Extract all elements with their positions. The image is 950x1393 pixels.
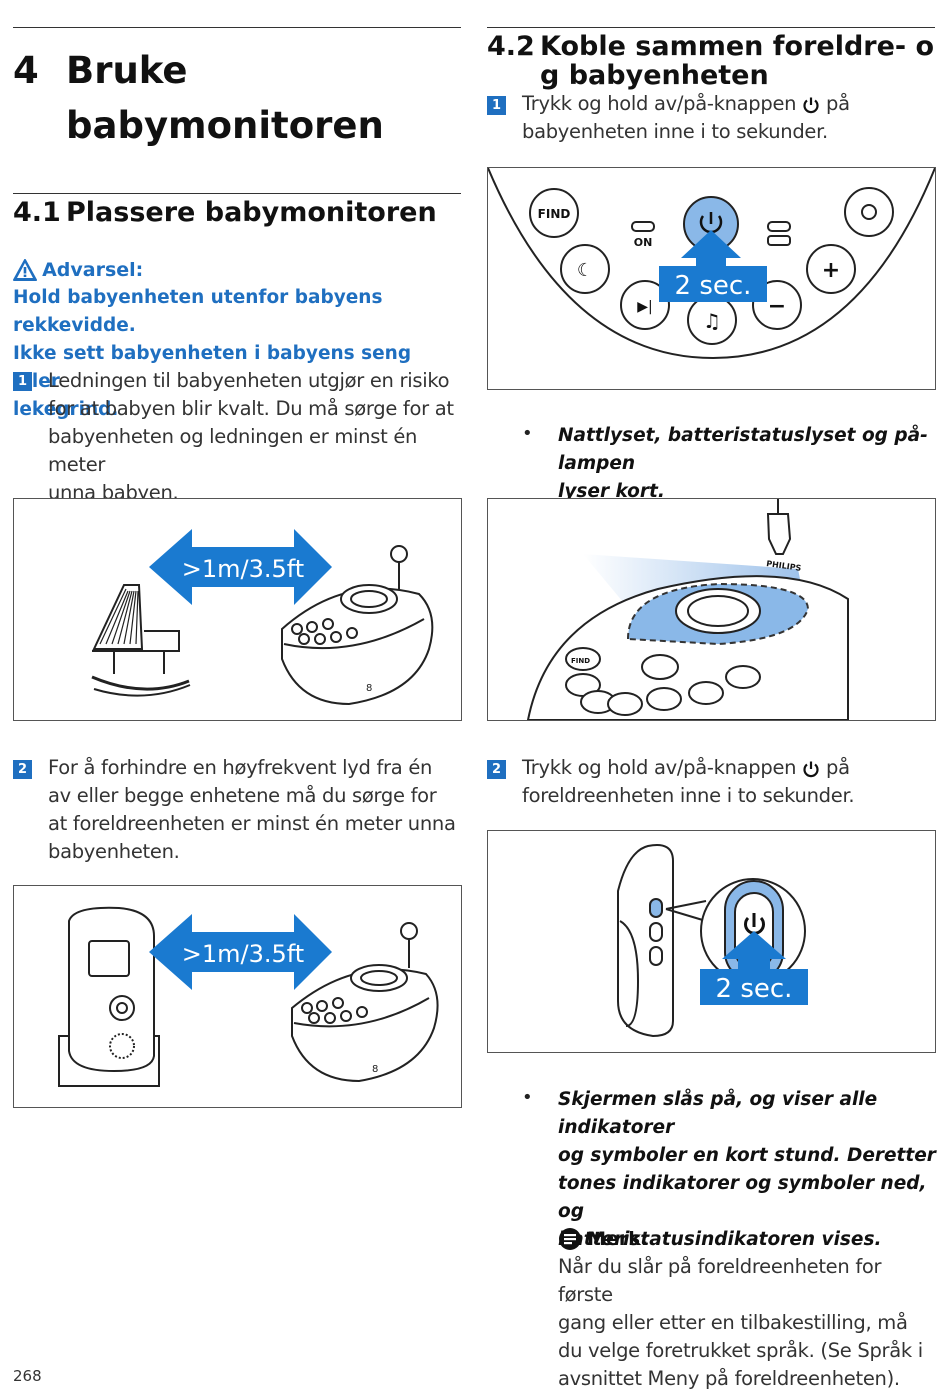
step-1-line: for at babyen blir kvalt. Du må sørge fo… (48, 397, 454, 420)
section-4-2-title-line1: Koble sammen foreldre- o (540, 31, 935, 62)
section-4-2-number: 4.2 (487, 31, 535, 62)
bullet-dot-1: • (522, 423, 533, 444)
section-rule-left (13, 193, 461, 194)
step-1-text: Ledningen til babyenheten utgjør en risi… (48, 367, 458, 507)
right-step-2-line1a: Trykk og hold av/på-knappen (522, 756, 797, 779)
step-1-line: Ledningen til babyenheten utgjør en risi… (48, 369, 450, 392)
right-step-1-line2: babyenheten inne i to sekunder. (522, 120, 828, 143)
warning-line-3: lekegrind. (13, 399, 119, 420)
cradle-drawing (91, 584, 191, 697)
sec-label: 2 sec. (675, 271, 752, 301)
step-1-badge: 1 (13, 372, 32, 391)
parent-unit-drawing (58, 906, 160, 1087)
note-line: gang eller etter en tilbakestilling, må (558, 1311, 908, 1334)
step-1-line: babyenheten og ledningen er minst én met… (48, 425, 418, 476)
note-line: avsnittet Meny på foreldreenheten). (558, 1367, 900, 1390)
find-button (529, 188, 579, 238)
step-2-badge: 2 (13, 760, 32, 779)
section-4-2-title-line2: g babyenheten (540, 60, 769, 91)
sec-label-2: 2 sec. (716, 974, 793, 1004)
lights-find-label: FIND (571, 657, 590, 665)
distance-label: >1m/3.5ft (182, 555, 304, 583)
press-arrow (681, 230, 741, 266)
bullet-2-text: Skjermen slås på, og viser alle indikato… (558, 1086, 938, 1254)
page-number: 268 (13, 1367, 42, 1385)
figure-units-distance: >1m/3.5ft 8 (13, 885, 462, 1108)
right-step-1-line1a: Trykk og hold av/på-knappen (522, 92, 797, 115)
note-block: Merk: Når du slår på foreldreenheten for… (558, 1225, 938, 1393)
figure-lights: PHILIPS FIND (487, 498, 936, 721)
svg-text:ON: ON (634, 236, 653, 249)
bullet-1-line: Nattlyset, batteristatuslyset og på-lamp… (558, 425, 928, 474)
note-line: Når du slår på foreldreenheten for først… (558, 1255, 882, 1306)
bullet-1-text: Nattlyset, batteristatuslyset og på-lamp… (558, 422, 933, 506)
nightlight-button (844, 187, 894, 237)
parent-unit-power-illustration: 2 sec. (617, 844, 808, 1038)
right-step-1-badge: 1 (487, 96, 506, 115)
right-step-2-text: Trykk og hold av/på-knappen på foreldree… (522, 754, 932, 810)
warning-icon (13, 258, 37, 281)
chapter-number: 4 (13, 49, 39, 92)
svg-text:+: + (822, 258, 840, 283)
note-title: Merk: (587, 1228, 649, 1250)
chapter-title-line1: Bruke (66, 49, 188, 92)
warning-line-1: Hold babyenheten utenfor babyens rekkevi… (13, 287, 383, 336)
step-2-line: av eller begge enhetene må du sørge for (48, 784, 437, 807)
right-step-1-text: Trykk og hold av/på-knappen på babyenhet… (522, 90, 932, 146)
top-rule-right (487, 27, 935, 28)
svg-text:8: 8 (366, 683, 372, 694)
sec-label-box-2 (700, 969, 808, 1005)
warning-block: Advarsel: Hold babyenheten utenfor babye… (13, 256, 463, 424)
distance-label-2: >1m/3.5ft (182, 940, 304, 968)
right-step-2-line2: foreldreenheten inne i to sekunder. (522, 784, 855, 807)
right-step-2-badge: 2 (487, 760, 506, 779)
press-arrow-2 (722, 931, 786, 969)
svg-text:▶︎|: ▶︎| (637, 299, 652, 315)
baby-unit-drawing-2: 8 (291, 922, 439, 1083)
section-4-1-number: 4.1 (13, 197, 61, 228)
svg-text:−: − (768, 294, 786, 319)
step-2-line: babyenheten. (48, 840, 180, 863)
note-line: du velge foretrukket språk. (Se Språk i (558, 1339, 923, 1362)
note-icon (559, 1227, 581, 1250)
right-step-2-line1b: på (826, 756, 850, 779)
control-panel-illustration: FIND ON ☾ + ▶︎| ♫ − 2 sec. (488, 168, 935, 360)
step-2-text: For å forhindre en høyfrekvent lyd fra é… (48, 754, 458, 866)
bullet-2-line: tones indikatorer og symboler ned, og (558, 1173, 927, 1222)
figure-parent-unit-power: 2 sec. (487, 830, 936, 1053)
sec-label-box (659, 266, 767, 302)
figure-cradle-distance: >1m/3.5ft 8 (13, 498, 462, 721)
power-icon (803, 97, 819, 113)
svg-text:FIND: FIND (538, 207, 571, 221)
right-step-1-line1b: på (826, 92, 850, 115)
baby-unit-drawing: 8 (281, 545, 434, 706)
distance-arrow (149, 529, 332, 605)
svg-text:☾: ☾ (577, 260, 593, 281)
svg-text:♫: ♫ (703, 309, 721, 333)
section-4-1-title: Plassere babymonitoren (66, 197, 437, 228)
svg-text:8: 8 (372, 1064, 378, 1075)
units-distance-illustration: >1m/3.5ft 8 (58, 906, 439, 1087)
bullet-2-line: batteristatusindikatoren vises. (558, 1229, 882, 1250)
bullet-2-line: Skjermen slås på, og viser alle indikato… (558, 1089, 878, 1138)
top-rule-left (13, 27, 461, 28)
step-2-line: at foreldreenheten er minst én meter unn… (48, 812, 456, 835)
lullaby-moon-button (560, 244, 610, 294)
cradle-distance-illustration: >1m/3.5ft 8 (91, 529, 434, 706)
chapter-title-line2: babymonitoren (66, 104, 384, 147)
distance-arrow-2 (149, 914, 332, 990)
power-icon (803, 761, 819, 777)
warning-title: Advarsel: (42, 259, 144, 281)
bullet-2-line: og symboler en kort stund. Deretter (558, 1145, 936, 1166)
lights-illustration: PHILIPS FIND (526, 499, 849, 720)
plus-button (806, 244, 856, 294)
bullet-dot-2: • (522, 1087, 533, 1108)
bullet-1-line: lyser kort. (558, 481, 665, 502)
step-2-line: For å forhindre en høyfrekvent lyd fra é… (48, 756, 433, 779)
play-button (620, 280, 670, 330)
figure-control-panel: FIND ON ☾ + ▶︎| ♫ − 2 sec. (487, 167, 936, 390)
